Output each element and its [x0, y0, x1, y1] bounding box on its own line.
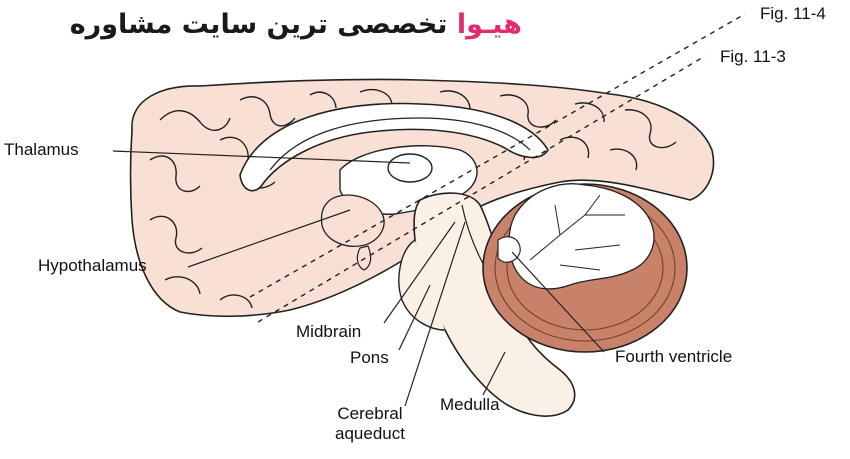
- label-midbrain: Midbrain: [296, 322, 361, 342]
- label-cerebral-aqueduct-line2: aqueduct: [325, 424, 415, 444]
- label-pons: Pons: [350, 348, 389, 368]
- watermark-tagline: تخصصی ترین سایت مشاوره: [70, 9, 448, 40]
- label-cerebral-aqueduct: Cerebral aqueduct: [325, 404, 415, 444]
- label-fourth-ventricle: Fourth ventricle: [615, 347, 732, 367]
- label-thalamus: Thalamus: [4, 140, 79, 160]
- label-cerebral-aqueduct-line1: Cerebral: [325, 404, 415, 424]
- label-medulla: Medulla: [440, 395, 500, 415]
- label-fig-11-4: Fig. 11-4: [760, 4, 826, 24]
- pituitary: [357, 246, 370, 270]
- watermark-brand: هیـوا: [457, 9, 522, 40]
- label-fig-11-3: Fig. 11-3: [720, 47, 786, 67]
- label-hypothalamus: Hypothalamus: [38, 256, 147, 276]
- fourth-ventricle: [498, 237, 520, 262]
- watermark: هیـوا تخصصی ترین سایت مشاوره: [2, 8, 522, 42]
